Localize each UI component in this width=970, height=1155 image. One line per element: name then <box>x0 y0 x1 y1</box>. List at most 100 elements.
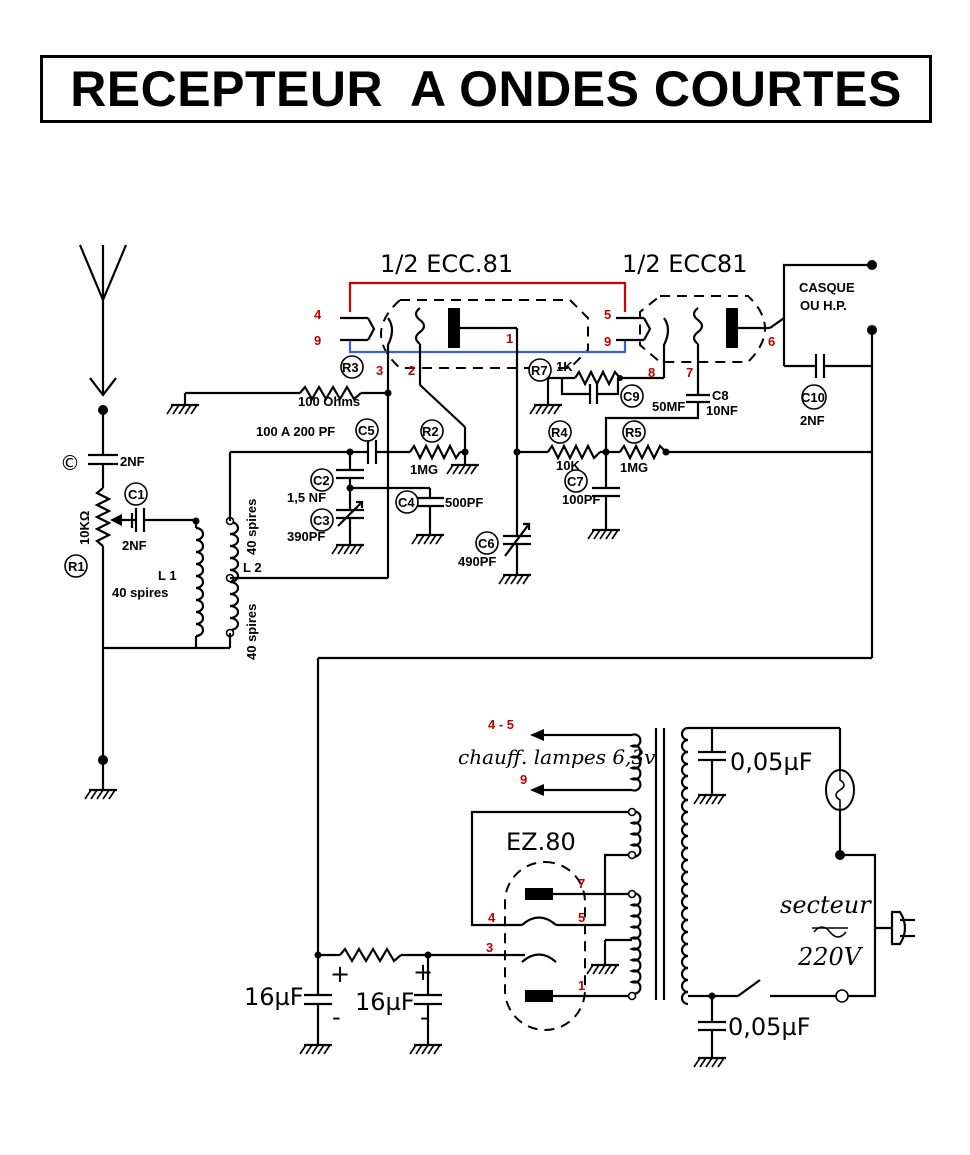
mains-capacitor-top <box>698 728 726 795</box>
c8-id: C8 <box>712 388 729 403</box>
r1-value: 10KΩ <box>77 511 92 545</box>
l2-turns-bottom: 40 spires <box>244 604 259 660</box>
tube-v2-label: 1/2 ECC81 <box>622 250 747 278</box>
r5-id: R5 <box>625 425 642 440</box>
r1-id: R1 <box>68 559 85 574</box>
c5-capacitor <box>350 440 410 464</box>
filter-capacitor-2-plus: + <box>413 958 433 986</box>
filter-capacitor-1 <box>304 955 332 1045</box>
c2-value: 1,5 NF <box>287 490 326 505</box>
pin-2-v1: 2 <box>408 363 415 378</box>
filter-capacitor-2-value: 16µF <box>355 988 415 1016</box>
r3-resistor <box>183 384 388 405</box>
heater-pin-9: 9 <box>520 772 527 787</box>
pin-9-v2: 9 <box>604 334 611 349</box>
c7-id: C7 <box>567 474 584 489</box>
title-box: RECEPTEUR A ONDES COURTES <box>40 55 932 123</box>
pin-5-v2: 5 <box>604 307 611 322</box>
c5-value: 100 A 200 PF <box>256 424 335 439</box>
mains-capacitor-bottom <box>698 996 726 1058</box>
c10-capacitor <box>782 318 872 378</box>
input-capacitor-value: 2NF <box>120 454 145 469</box>
c9-id: C9 <box>623 389 640 404</box>
l1-turns: 40 spires <box>112 585 168 600</box>
heater-pins-4-5: 4 - 5 <box>488 717 514 732</box>
mains-capacitor-top-value: 0,05µF <box>730 748 813 776</box>
power-transformer <box>530 726 689 1006</box>
r3-id: R3 <box>342 360 359 375</box>
input-capacitor <box>88 410 118 488</box>
mains-voltage: 220V <box>797 943 864 971</box>
filter-capacitor-1-minus: - <box>332 1003 341 1031</box>
filter-capacitor-1-plus: + <box>330 960 350 988</box>
heater-label: chauff. lampes 6,3v <box>458 745 656 769</box>
c3-value: 390PF <box>287 529 325 544</box>
pin-8-v2: 8 <box>648 365 655 380</box>
c6-id: C6 <box>478 536 495 551</box>
c7-value: 100PF <box>562 492 600 507</box>
c8-value: 10NF <box>706 403 738 418</box>
r3-value: 100 Ohms <box>298 394 360 409</box>
ez80-pin-1: 1 <box>578 978 585 993</box>
ez80-pin-7: 7 <box>578 876 585 891</box>
antenna-symbol <box>78 244 128 397</box>
pin-1-v1: 1 <box>506 331 513 346</box>
r7-value: 1K <box>556 359 573 374</box>
c1-id: C1 <box>128 487 145 502</box>
filter-capacitor-2-minus: - <box>420 1003 429 1031</box>
c5-id: C5 <box>358 423 375 438</box>
filter-capacitor-2 <box>414 955 442 1045</box>
heater-wire-blue <box>348 340 627 354</box>
mains-capacitor-bottom-value: 0,05µF <box>728 1013 811 1041</box>
c6-variable-capacitor <box>503 522 531 575</box>
r5-resistor <box>619 443 667 461</box>
c4-id: C4 <box>398 495 415 510</box>
filter-capacitor-1-value: 16µF <box>244 983 304 1011</box>
c2-c3-capacitors <box>336 452 364 545</box>
l2-turns-top: 40 spires <box>244 499 259 555</box>
r4-value: 10K <box>556 458 580 473</box>
tube-v2-envelope <box>639 295 766 363</box>
r2-value: 1MG <box>410 462 438 477</box>
l2-coil <box>229 520 240 632</box>
c4-capacitor <box>350 486 444 535</box>
ez80-pin-4: 4 <box>488 910 496 925</box>
r5-value: 1MG <box>620 460 648 475</box>
pin-7-v2: 7 <box>686 365 693 380</box>
c9-value: 50MF <box>652 399 685 414</box>
l1-coil <box>194 521 205 648</box>
c7-capacitor <box>592 452 620 530</box>
rectifier-tube-envelope <box>504 861 586 1031</box>
page-title: RECEPTEUR A ONDES COURTES <box>70 61 902 117</box>
tube-v1-label: 1/2 ECC.81 <box>380 250 513 278</box>
c2-id: C2 <box>313 473 330 488</box>
heater-wire-red <box>348 281 627 312</box>
tube-v1-envelope <box>380 299 589 369</box>
input-capacitor-symbol: © <box>60 451 80 475</box>
mains-label: secteur <box>780 891 872 919</box>
r2-id: R2 <box>422 424 439 439</box>
r7-resistor <box>546 369 621 405</box>
r1-potentiometer <box>94 487 132 760</box>
c3-id: C3 <box>313 513 330 528</box>
pin-4-v1: 4 <box>314 307 322 322</box>
output-label-line1: CASQUE <box>799 280 855 295</box>
ez80-pin-5: 5 <box>578 910 585 925</box>
c9-capacitor <box>560 378 620 404</box>
c1-value: 2NF <box>122 538 147 553</box>
pin-3-v1: 3 <box>376 363 383 378</box>
pin-9-v1: 9 <box>314 333 321 348</box>
ez80-pin-3: 3 <box>486 940 493 955</box>
l1-id: L 1 <box>158 568 177 583</box>
c8-capacitor <box>604 385 710 452</box>
r7-id: R7 <box>531 363 548 378</box>
rectifier-label: EZ.80 <box>506 828 576 856</box>
c1-capacitor <box>130 508 196 532</box>
c4-value: 500PF <box>445 495 483 510</box>
c10-value: 2NF <box>800 413 825 428</box>
mains-plug-icon <box>873 910 915 946</box>
output-label-line2: OU H.P. <box>800 298 847 313</box>
c6-value: 490PF <box>458 554 496 569</box>
c10-id: C10 <box>801 390 825 405</box>
